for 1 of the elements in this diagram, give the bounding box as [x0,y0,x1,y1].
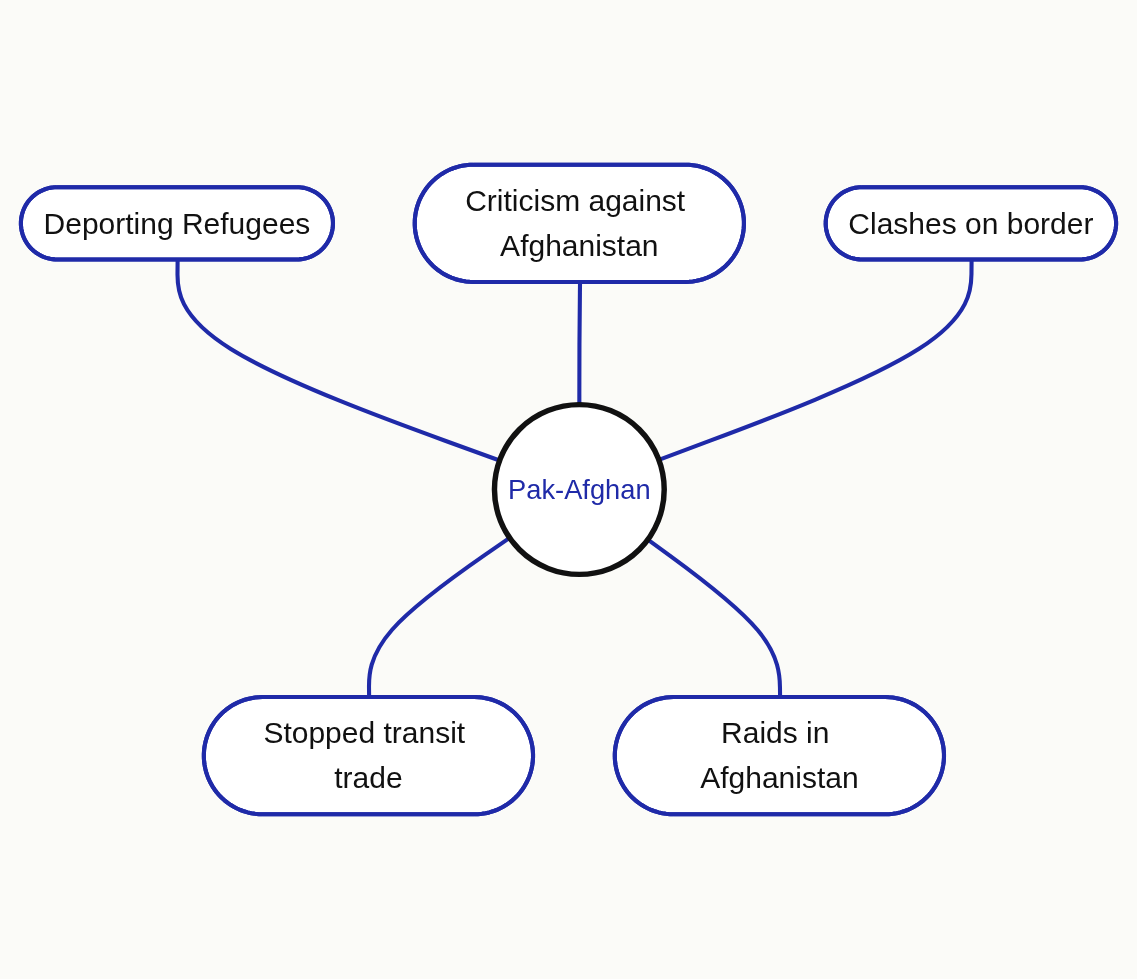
node-circle: Pak-Afghan [491,401,667,578]
